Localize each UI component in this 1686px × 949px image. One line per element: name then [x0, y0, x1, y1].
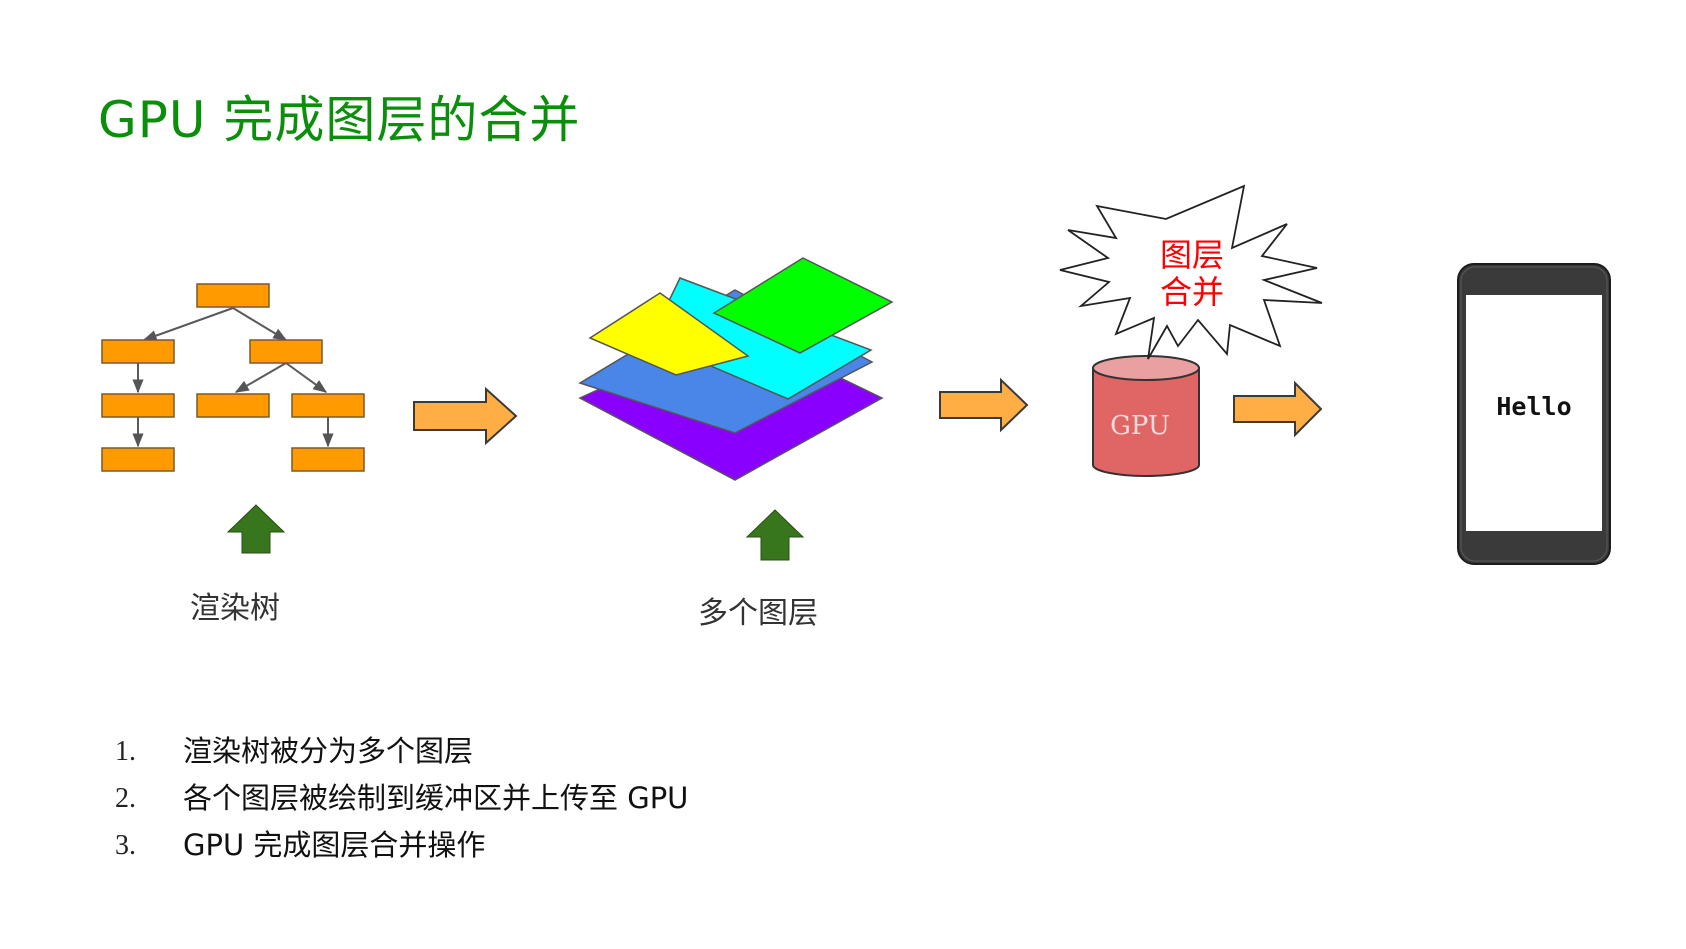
tree-nodes [101, 283, 365, 472]
page-title: GPU 完成图层的合并 [98, 91, 581, 149]
tree-node [249, 339, 323, 364]
up-arrow-icon [745, 509, 805, 561]
tree-node [291, 447, 365, 472]
merge-burst: 图层 合并 [1059, 184, 1323, 360]
burst-shape-icon [1059, 184, 1323, 360]
step-number: 2. [115, 783, 136, 814]
render-tree [101, 283, 365, 472]
gpu-cylinder-top [1092, 355, 1200, 381]
gpu-cylinder-body [1092, 367, 1200, 477]
tree-edges [132, 307, 334, 448]
step-number: 1. [115, 736, 136, 767]
phone-screen-text: Hello [1496, 392, 1571, 421]
caption-layers: 多个图层 [698, 596, 818, 631]
flow-arrow-icon [1233, 380, 1323, 438]
tree-node-root [196, 283, 270, 308]
tree-node [101, 393, 175, 418]
layer-yellow [588, 292, 750, 376]
tree-node [291, 393, 365, 418]
phone-device: Hello [1457, 263, 1611, 565]
up-arrow-icon [226, 504, 286, 554]
gpu-label: GPU [1110, 411, 1170, 441]
gpu-cylinder: GPU [1092, 355, 1200, 477]
step-text: GPU 完成图层合并操作 [183, 828, 486, 862]
phone-bezel-highlight [1460, 266, 1608, 562]
layer-green [712, 257, 894, 354]
layer-stack [578, 257, 894, 481]
step-number: 3. [115, 830, 136, 861]
flow-arrow-icon [413, 386, 518, 446]
tree-node [196, 393, 270, 418]
burst-text-line1: 图层 [1160, 236, 1224, 274]
caption-render-tree: 渲染树 [190, 591, 280, 626]
tree-node [101, 447, 175, 472]
phone-screen [1466, 295, 1602, 531]
flow-arrow-icon [939, 377, 1029, 433]
tree-node [101, 339, 175, 364]
step-text: 渲染树被分为多个图层 [183, 734, 474, 768]
step-text: 各个图层被绘制到缓冲区并上传至 GPU [183, 781, 689, 815]
burst-text-line2: 合并 [1160, 273, 1224, 311]
